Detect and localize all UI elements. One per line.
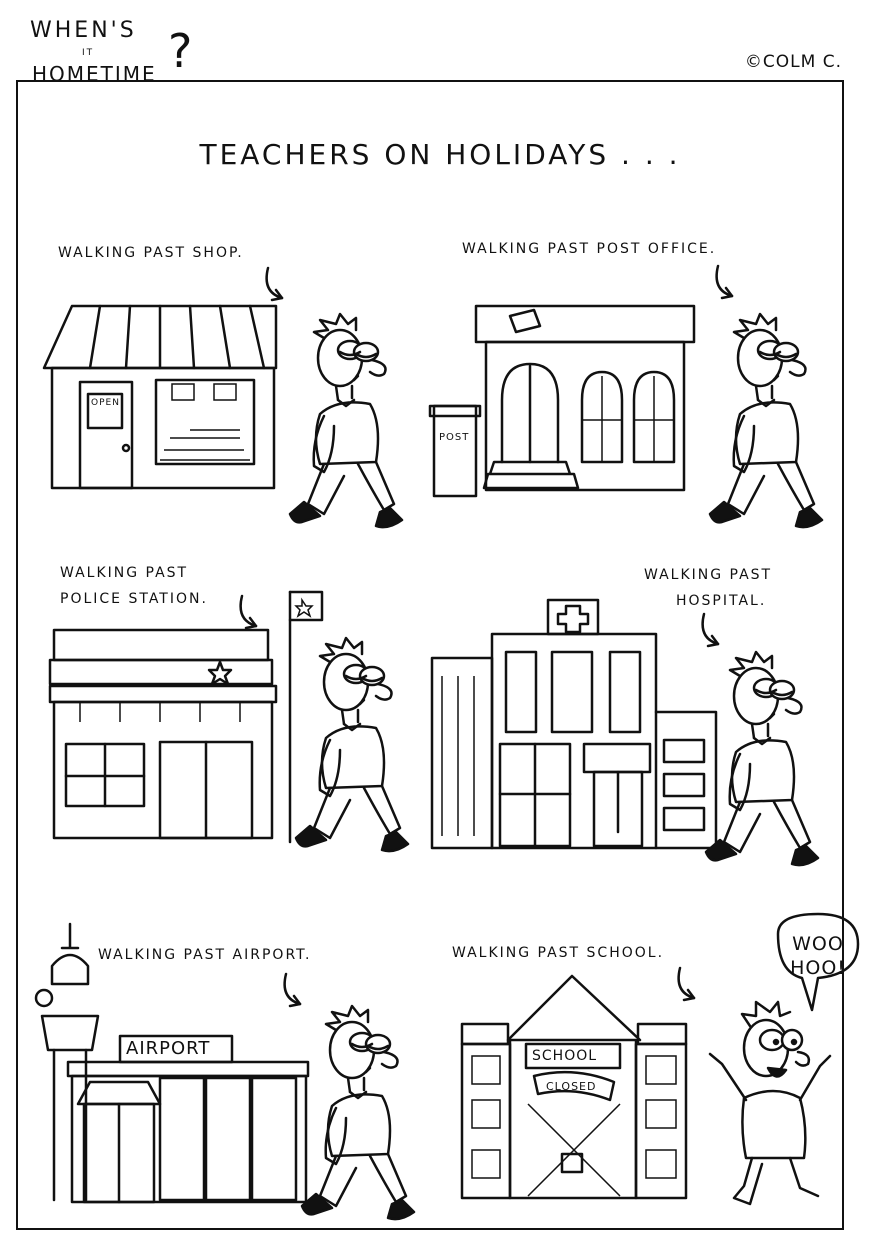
brand-logo: WHEN'S IT HOMETIME ? [30, 18, 200, 88]
teacher-walking-post-office [708, 312, 824, 529]
teacher-walking-hospital [704, 650, 820, 867]
caption-post-office: WALKING PAST POST OFFICE. [462, 241, 717, 257]
credit: ©COLM C. [744, 52, 842, 72]
shop-building [42, 304, 278, 490]
arrow-post-office [715, 264, 734, 300]
caption-school: WALKING PAST SCHOOL. [452, 945, 665, 961]
brand-line1: WHEN'S [30, 18, 137, 43]
caption-police-line2: POLICE STATION. [60, 591, 208, 607]
caption-hospital-line1: WALKING PAST [644, 567, 773, 583]
arrow-hospital [701, 612, 720, 648]
open-sign: OPEN [91, 398, 120, 408]
comic-title: TEACHERS ON HOLIDAYS . . . [199, 138, 681, 171]
closed-banner: CLOSED [546, 1080, 597, 1093]
post-box-label: POST [439, 432, 470, 443]
post-office-building [428, 304, 696, 498]
airport-building [34, 922, 310, 1204]
arrow-airport [283, 972, 302, 1008]
school-sign: SCHOOL [532, 1048, 598, 1064]
arrow-school [677, 966, 696, 1002]
brand-line3: HOMETIME [32, 62, 157, 86]
teacher-cheering-school [708, 1000, 832, 1206]
speech-line1: WOO [792, 933, 844, 955]
caption-police-line1: WALKING PAST [60, 565, 189, 581]
school-building [460, 974, 688, 1200]
speech-bubble [776, 912, 860, 1012]
arrow-shop [265, 266, 284, 302]
caption-police-station: WALKING PAST POLICE STATION. [60, 560, 208, 612]
teacher-walking-police-station [294, 636, 410, 853]
speech-bubble-text: WOO HOO! [784, 932, 852, 980]
caption-airport: WALKING PAST AIRPORT. [98, 947, 312, 963]
police-station-building [48, 590, 324, 844]
brand-question-mark: ? [168, 24, 195, 78]
arrow-police-station [239, 594, 258, 630]
caption-hospital: WALKING PAST HOSPITAL. [644, 562, 772, 614]
speech-line2: HOO! [790, 957, 846, 979]
caption-shop: WALKING PAST SHOP. [58, 245, 244, 261]
caption-hospital-line2: HOSPITAL. [676, 593, 767, 609]
hospital-building [430, 598, 718, 850]
teacher-walking-shop [288, 312, 404, 529]
comic-frame [16, 80, 844, 1230]
airport-sign: AIRPORT [126, 1038, 211, 1059]
teacher-walking-airport [300, 1004, 416, 1221]
brand-line2: IT [82, 48, 95, 58]
